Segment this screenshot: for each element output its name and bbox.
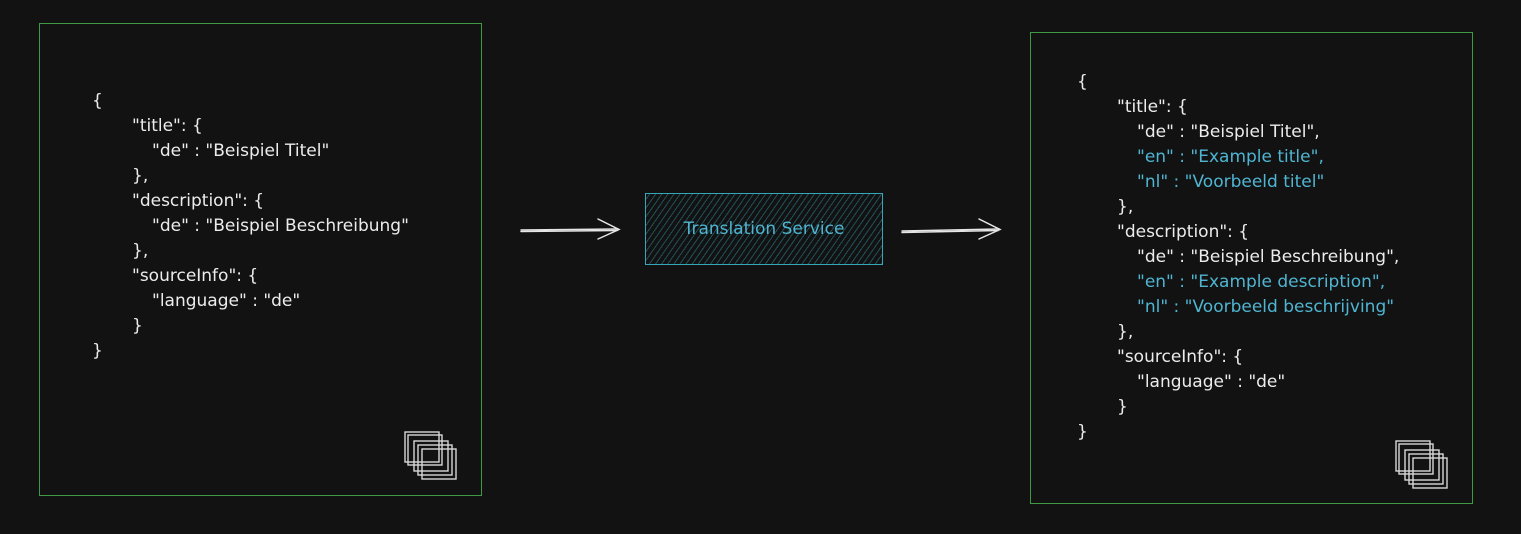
- json-line: },: [132, 241, 149, 261]
- json-line: "title": {: [1117, 97, 1188, 117]
- stacked-frames-icon: [404, 431, 457, 480]
- stacked-frames-icon: [1395, 440, 1448, 489]
- json-line: "en" : "Example title",: [1137, 147, 1324, 167]
- json-line: "description": {: [132, 191, 265, 211]
- translation-service-node: Translation Service: [645, 193, 883, 265]
- json-line: "sourceInfo": {: [1117, 347, 1244, 367]
- json-line: },: [132, 166, 149, 186]
- translated-json-code: { "title": { "de" : "Beispiel Titel", "en" …: [1077, 70, 1399, 445]
- translated-json-panel: { "title": { "de" : "Beispiel Titel", "en" …: [1030, 32, 1473, 504]
- json-line: "sourceInfo": {: [132, 266, 259, 286]
- arrow-right-icon: [520, 218, 621, 240]
- json-line: {: [92, 91, 103, 111]
- json-line: }: [92, 341, 103, 361]
- json-line: "en" : "Example description",: [1137, 272, 1386, 292]
- json-line: "description": {: [1117, 222, 1250, 242]
- json-line: "de" : "Beispiel Beschreibung",: [1137, 247, 1400, 267]
- json-line: }: [1077, 422, 1088, 442]
- json-line: "de" : "Beispiel Titel",: [1137, 122, 1320, 142]
- json-line: "language" : "de": [1137, 372, 1286, 392]
- json-line: "de" : "Beispiel Beschreibung": [152, 216, 409, 236]
- json-line: }: [1117, 397, 1128, 417]
- json-line: "de" : "Beispiel Titel": [152, 141, 330, 161]
- json-line: "title": {: [132, 116, 203, 136]
- json-line: }: [132, 316, 143, 336]
- json-line: "language" : "de": [152, 291, 301, 311]
- json-line: },: [1117, 322, 1134, 342]
- json-line: },: [1117, 197, 1134, 217]
- arrow-right-icon: [901, 218, 1002, 240]
- translation-service-label: Translation Service: [683, 219, 845, 239]
- source-json-code: { "title": { "de" : "Beispiel Titel"}, "des…: [92, 89, 409, 364]
- source-json-panel: { "title": { "de" : "Beispiel Titel"}, "des…: [39, 23, 482, 496]
- json-line: "nl" : "Voorbeeld titel": [1137, 172, 1325, 192]
- json-line: "nl" : "Voorbeeld beschrijving": [1137, 297, 1395, 317]
- json-line: {: [1077, 72, 1088, 92]
